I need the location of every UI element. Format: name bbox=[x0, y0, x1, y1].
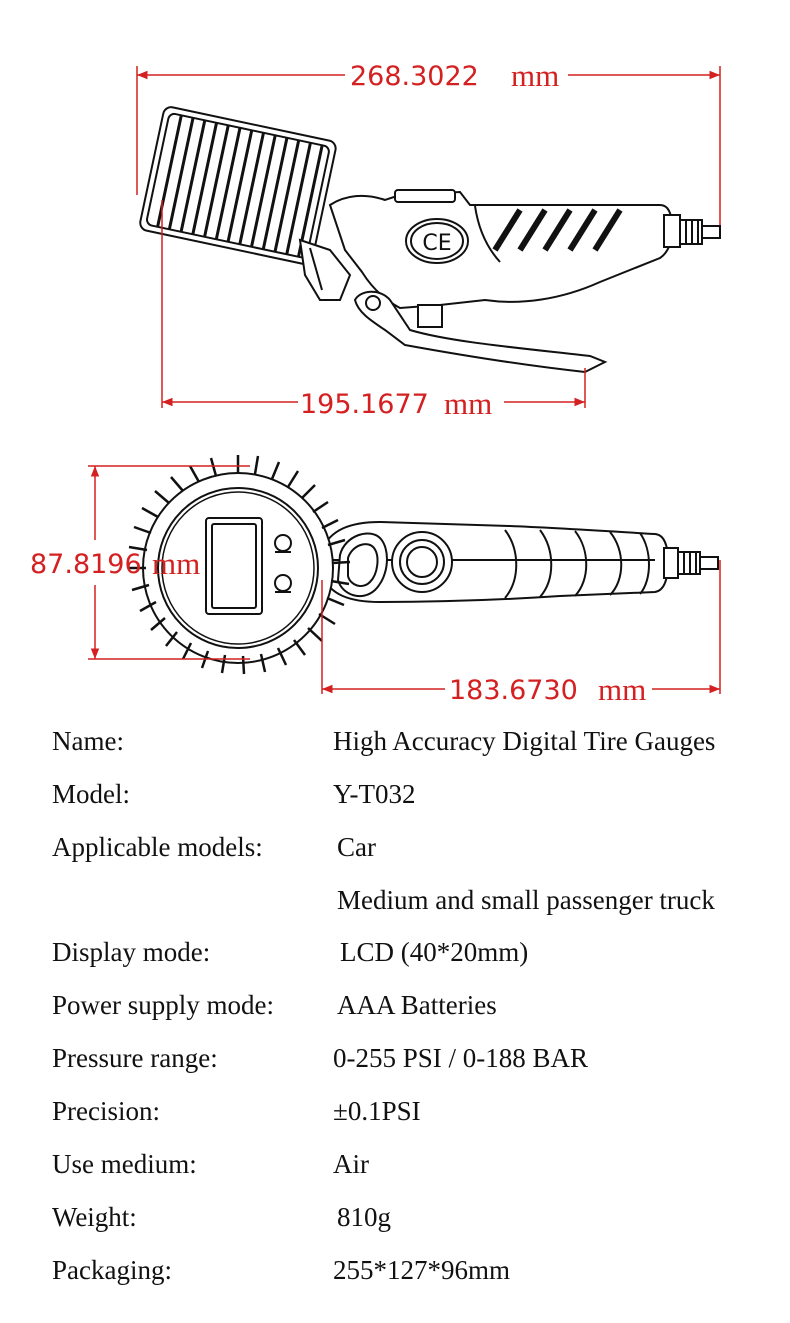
spec-label-power-supply: Power supply mode: bbox=[52, 990, 274, 1020]
spec-value-use-medium: Air bbox=[333, 1149, 369, 1179]
spec-value-name: High Accuracy Digital Tire Gauges bbox=[333, 726, 716, 756]
dimension-top-grip-unit: mm bbox=[444, 386, 492, 421]
dimension-front-height-value: 87.8196 bbox=[30, 549, 142, 580]
dimension-top-overall: 268.3022 mm bbox=[136, 58, 721, 225]
handle-grooves bbox=[504, 529, 650, 599]
ce-mark: CE bbox=[422, 231, 451, 256]
gauge-buttons bbox=[274, 534, 292, 593]
gauge-neck bbox=[298, 238, 352, 301]
spec-label-pressure-range: Pressure range: bbox=[52, 1043, 218, 1073]
spec-label-name: Name: bbox=[52, 726, 124, 756]
spec-value-applicable-models: Car bbox=[337, 832, 376, 862]
dimension-top-grip-value: 195.1677 bbox=[300, 389, 429, 420]
trigger-lever bbox=[353, 290, 608, 374]
gauge-head-side bbox=[139, 106, 337, 266]
spec-value-packaging: 255*127*96mm bbox=[333, 1255, 511, 1285]
gun-body bbox=[328, 190, 674, 310]
spec-value-display-mode: LCD (40*20mm) bbox=[340, 937, 529, 967]
spec-value-power-supply: AAA Batteries bbox=[337, 990, 497, 1020]
spec-label-use-medium: Use medium: bbox=[52, 1149, 197, 1179]
spec-value-precision: ±0.1PSI bbox=[333, 1096, 421, 1126]
dimension-front-length-unit: mm bbox=[598, 672, 646, 707]
dimension-top-overall-unit: mm bbox=[511, 58, 559, 93]
spec-label-packaging: Packaging: bbox=[52, 1255, 172, 1285]
spec-label-applicable-models: Applicable models: bbox=[52, 832, 263, 862]
side-view-drawing: CE bbox=[139, 106, 721, 374]
spec-label-precision: Precision: bbox=[52, 1096, 160, 1126]
spec-value-model: Y-T032 bbox=[333, 779, 416, 809]
dimension-front-height: 87.8196 mm bbox=[30, 465, 250, 660]
ce-plate bbox=[405, 218, 469, 264]
dimension-front-length-value: 183.6730 bbox=[449, 675, 578, 706]
dimension-top-grip: 195.1677 mm bbox=[161, 200, 586, 421]
spec-value-applicable-models-2: Medium and small passenger truck bbox=[337, 885, 715, 915]
front-view-drawing bbox=[128, 455, 719, 675]
technical-drawing: CE 268.3022 mm 195.1677 mm bbox=[30, 58, 721, 707]
lcd-window bbox=[205, 517, 263, 615]
dimension-top-overall-value: 268.3022 bbox=[350, 61, 479, 92]
spec-value-weight: 810g bbox=[337, 1202, 391, 1232]
dimension-front-height-unit: mm bbox=[152, 546, 200, 581]
spec-label-display-mode: Display mode: bbox=[52, 937, 211, 967]
air-connector-front bbox=[663, 547, 719, 579]
dimension-front-length: 183.6730 mm bbox=[321, 560, 721, 707]
air-connector-side bbox=[663, 214, 721, 248]
gauge-dial-front bbox=[128, 455, 351, 675]
grip-grooves bbox=[492, 208, 623, 252]
spec-value-pressure-range: 0-255 PSI / 0-188 BAR bbox=[333, 1043, 589, 1073]
spec-label-weight: Weight: bbox=[52, 1202, 137, 1232]
spec-label-model: Model: bbox=[52, 779, 130, 809]
